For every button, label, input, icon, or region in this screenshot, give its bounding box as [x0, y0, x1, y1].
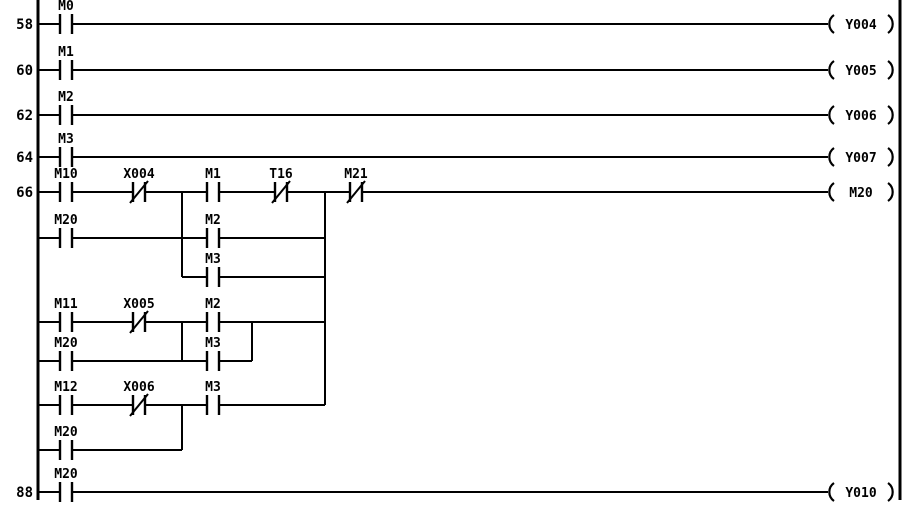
- contact-label-m20-rung88: M20: [54, 467, 78, 482]
- coil-label-y010: Y010: [845, 486, 876, 501]
- coil-arc-left: [828, 60, 835, 80]
- contact-label-m20-b3: M20: [54, 425, 78, 440]
- contact-label-m20-b2: M20: [54, 336, 78, 351]
- contact-no-m12[interactable]: M12: [54, 380, 78, 415]
- contact-no-m10[interactable]: M10: [54, 167, 78, 202]
- contact-no-m20-rung88[interactable]: M20: [54, 467, 78, 502]
- step-number-64: 64: [16, 150, 33, 166]
- coil-m20[interactable]: M20: [828, 182, 894, 202]
- coil-label-y004: Y004: [845, 18, 876, 33]
- coil-arc-right: [887, 182, 894, 202]
- contact-nc-slash: [129, 393, 149, 417]
- contact-label-x006: X006: [123, 380, 154, 395]
- rung-60[interactable]: 60 M1 Y005: [16, 45, 894, 80]
- contact-no-m2-row3[interactable]: M2: [205, 297, 221, 332]
- coil-label-y007: Y007: [845, 151, 876, 166]
- coil-arc-right: [887, 14, 894, 34]
- contact-nc-t16[interactable]: T16: [269, 167, 293, 204]
- coil-arc-right: [887, 105, 894, 125]
- contact-label-m2: M2: [58, 90, 74, 105]
- contact-nc-x004[interactable]: X004: [123, 167, 155, 204]
- contact-no-m0[interactable]: M0: [58, 0, 74, 34]
- contact-no-m3-rung64[interactable]: M3: [58, 132, 74, 167]
- step-number-62: 62: [16, 108, 33, 124]
- contact-nc-x005[interactable]: X005: [123, 297, 155, 334]
- contact-label-m3-row5: M3: [205, 380, 221, 395]
- contact-nc-slash: [271, 180, 291, 204]
- contact-no-m1-rung60[interactable]: M1: [58, 45, 74, 80]
- contact-label-m21: M21: [344, 167, 368, 182]
- contact-no-m2-rung62[interactable]: M2: [58, 90, 74, 125]
- coil-label-m20: M20: [849, 186, 873, 201]
- contact-no-m3-parallel[interactable]: M3: [182, 252, 325, 287]
- contact-label-m3: M3: [58, 132, 74, 147]
- contact-nc-slash: [346, 180, 366, 204]
- coil-y005[interactable]: Y005: [828, 60, 894, 80]
- contact-label-m1: M1: [58, 45, 74, 60]
- contact-label-m2-row3: M2: [205, 297, 221, 312]
- rung-62[interactable]: 62 M2 Y006: [16, 90, 894, 125]
- coil-arc-left: [828, 182, 835, 202]
- contact-nc-slash: [129, 310, 149, 334]
- step-number-58: 58: [16, 17, 33, 33]
- coil-arc-left: [828, 482, 835, 502]
- contact-label-t16: T16: [269, 167, 293, 182]
- contact-nc-x006[interactable]: X006: [123, 380, 155, 417]
- contact-no-m11[interactable]: M11: [54, 297, 78, 332]
- contact-label-m10: M10: [54, 167, 78, 182]
- rung-58[interactable]: 58 M0 Y004: [16, 0, 894, 34]
- coil-arc-right: [887, 482, 894, 502]
- step-number-88: 88: [16, 485, 33, 501]
- contact-no-m20-branch1[interactable]: M20: [54, 213, 78, 248]
- coil-label-y006: Y006: [845, 109, 876, 124]
- contact-label-m2: M2: [205, 213, 221, 228]
- coil-y006[interactable]: Y006: [828, 105, 894, 125]
- contact-label-m1: M1: [205, 167, 221, 182]
- contact-no-m3-row4[interactable]: M3: [205, 336, 221, 371]
- rung-66[interactable]: 66 M10 X004 M20: [16, 167, 894, 460]
- contact-no-m3-row5[interactable]: M3: [205, 380, 221, 415]
- rung-64[interactable]: 64 M3 Y007: [16, 132, 894, 167]
- coil-y007[interactable]: Y007: [828, 147, 894, 167]
- contact-no-m1-parallel[interactable]: M1: [205, 167, 221, 202]
- contact-nc-m21[interactable]: M21: [344, 167, 368, 204]
- contact-label-m12: M12: [54, 380, 77, 395]
- coil-arc-left: [828, 14, 835, 34]
- coil-arc-right: [887, 60, 894, 80]
- coil-arc-right: [887, 147, 894, 167]
- contact-label-m3-row4: M3: [205, 336, 221, 351]
- rung-88[interactable]: 88 M20 Y010: [16, 467, 894, 502]
- contact-no-m20-branch2[interactable]: M20: [54, 336, 78, 371]
- contact-label-x005: X005: [123, 297, 154, 312]
- coil-arc-left: [828, 105, 835, 125]
- contact-label-m20: M20: [54, 213, 78, 228]
- step-number-60: 60: [16, 63, 33, 79]
- contact-label-m3: M3: [205, 252, 221, 267]
- contact-label-m0: M0: [58, 0, 74, 14]
- contact-no-m2-parallel[interactable]: M2: [182, 213, 325, 248]
- contact-label-x004: X004: [123, 167, 154, 182]
- contact-label-m11: M11: [54, 297, 78, 312]
- coil-y010[interactable]: Y010: [828, 482, 894, 502]
- coil-label-y005: Y005: [845, 64, 876, 79]
- step-number-66: 66: [16, 185, 33, 201]
- contact-nc-slash: [129, 180, 149, 204]
- coil-y004[interactable]: Y004: [828, 14, 894, 34]
- coil-arc-left: [828, 147, 835, 167]
- contact-no-m20-branch3[interactable]: M20: [54, 425, 78, 460]
